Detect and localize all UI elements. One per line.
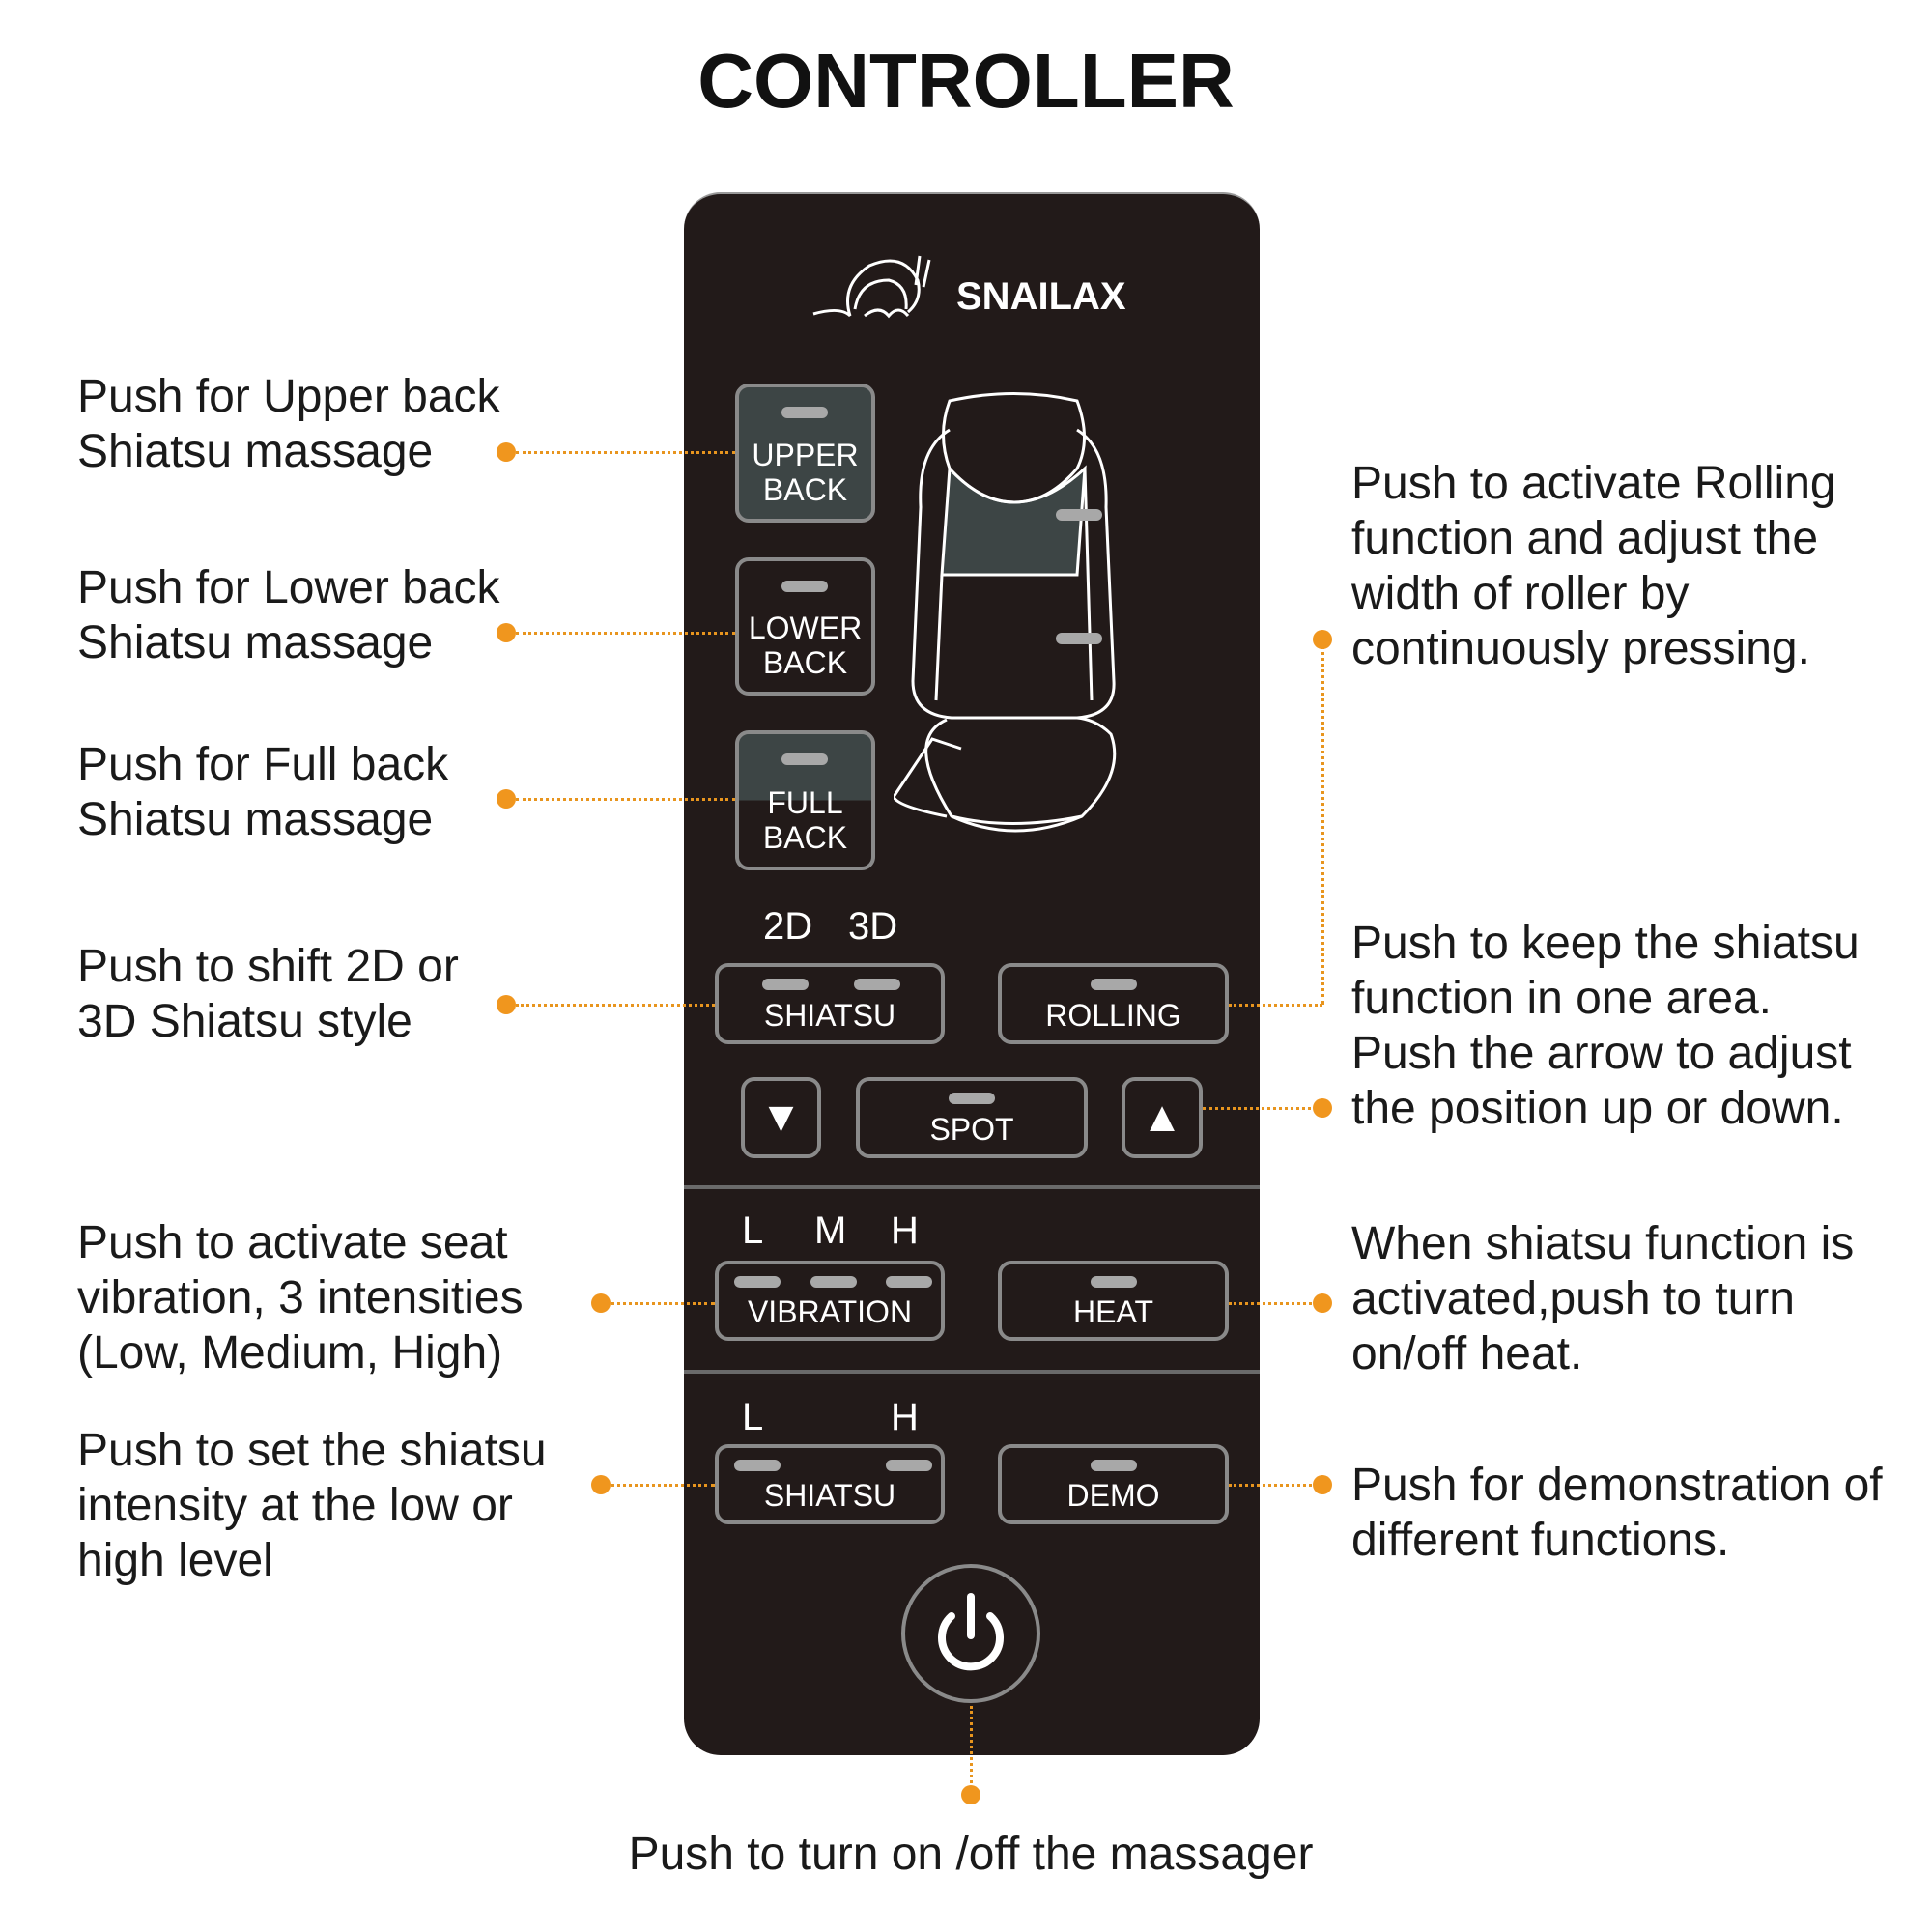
indicator-low-led — [734, 1460, 781, 1471]
button-label: FULL — [767, 785, 843, 820]
upper-zone-indicator — [1056, 509, 1102, 521]
power-icon — [938, 1593, 1004, 1671]
button-label: SPOT — [929, 1112, 1014, 1147]
leader-line — [970, 1706, 973, 1795]
label-high: H — [891, 1209, 919, 1252]
button-label: HEAT — [1073, 1294, 1153, 1329]
button-label: VIBRATION — [747, 1294, 913, 1329]
indicator-led — [1091, 1276, 1137, 1288]
button-label: UPPER — [752, 438, 859, 472]
button-label: LOWER — [748, 611, 863, 645]
button-label: SHIATSU — [763, 998, 896, 1033]
callout-dot — [1313, 630, 1332, 649]
divider — [684, 1370, 1260, 1374]
indicator-low-led — [734, 1276, 781, 1288]
callout-dot — [497, 442, 516, 462]
rolling-button[interactable]: ROLLING — [998, 963, 1229, 1044]
leader-line — [611, 1484, 715, 1487]
leader-line — [611, 1302, 715, 1305]
arrow-up-button[interactable]: ▲ — [1122, 1077, 1203, 1158]
shiatsu-intensity-button[interactable]: SHIATSU — [715, 1444, 945, 1524]
button-label: ROLLING — [1045, 998, 1181, 1033]
label-medium: M — [814, 1209, 847, 1252]
indicator-high-led — [886, 1276, 932, 1288]
callout-dot — [1313, 1475, 1332, 1494]
callout-dot — [497, 789, 516, 809]
massage-seat-diagram — [892, 391, 1203, 860]
label-2d: 2D — [763, 905, 813, 948]
leader-line — [516, 632, 735, 635]
power-button[interactable] — [901, 1564, 1040, 1703]
indicator-2d-led — [762, 979, 809, 990]
callout-dot — [591, 1293, 611, 1313]
button-label: DEMO — [1066, 1478, 1160, 1513]
label-high: H — [891, 1396, 919, 1438]
snail-logo-icon — [811, 246, 947, 328]
arrow-down-button[interactable]: ▼ — [741, 1077, 821, 1158]
chevron-up-icon: ▲ — [1141, 1094, 1183, 1141]
indicator-led — [781, 407, 828, 418]
label-low: L — [742, 1396, 764, 1438]
chevron-down-icon: ▼ — [759, 1094, 803, 1141]
spot-button[interactable]: SPOT — [856, 1077, 1088, 1158]
page-title: CONTROLLER — [697, 38, 1235, 124]
leader-line — [516, 798, 735, 801]
leader-line — [1229, 1004, 1322, 1007]
indicator-led — [781, 581, 828, 592]
indicator-medium-led — [810, 1276, 857, 1288]
button-label: BACK — [762, 645, 848, 680]
callout-dot — [497, 995, 516, 1014]
divider — [684, 1185, 1260, 1189]
button-label: SHIATSU — [763, 1478, 896, 1513]
leader-line — [1229, 1302, 1322, 1305]
brand-name: SNAILAX — [956, 275, 1126, 318]
indicator-led — [1091, 979, 1137, 990]
label-low: L — [742, 1209, 764, 1252]
indicator-led — [1091, 1460, 1137, 1471]
callout-dot — [1313, 1098, 1332, 1118]
leader-line — [516, 451, 735, 454]
lower-zone-indicator — [1056, 633, 1102, 644]
demo-button[interactable]: DEMO — [998, 1444, 1229, 1524]
label-3d: 3D — [848, 905, 898, 948]
vibration-button[interactable]: VIBRATION — [715, 1261, 945, 1341]
annotation-power: Push to turn on /off the massager — [628, 1829, 1314, 1880]
callout-dot — [497, 623, 516, 642]
callout-dot — [1313, 1293, 1332, 1313]
callout-dot — [961, 1785, 980, 1804]
indicator-high-led — [886, 1460, 932, 1471]
callout-dot — [591, 1475, 611, 1494]
heat-button[interactable]: HEAT — [998, 1261, 1229, 1341]
indicator-led — [949, 1093, 995, 1104]
shiatsu-style-button[interactable]: SHIATSU — [715, 963, 945, 1044]
leader-line — [516, 1004, 715, 1007]
button-label: BACK — [762, 820, 848, 855]
leader-line — [1203, 1107, 1322, 1110]
leader-line — [1321, 639, 1324, 1005]
button-label: BACK — [762, 472, 848, 507]
leader-line — [1229, 1484, 1322, 1487]
indicator-3d-led — [854, 979, 900, 990]
indicator-led — [781, 753, 828, 765]
